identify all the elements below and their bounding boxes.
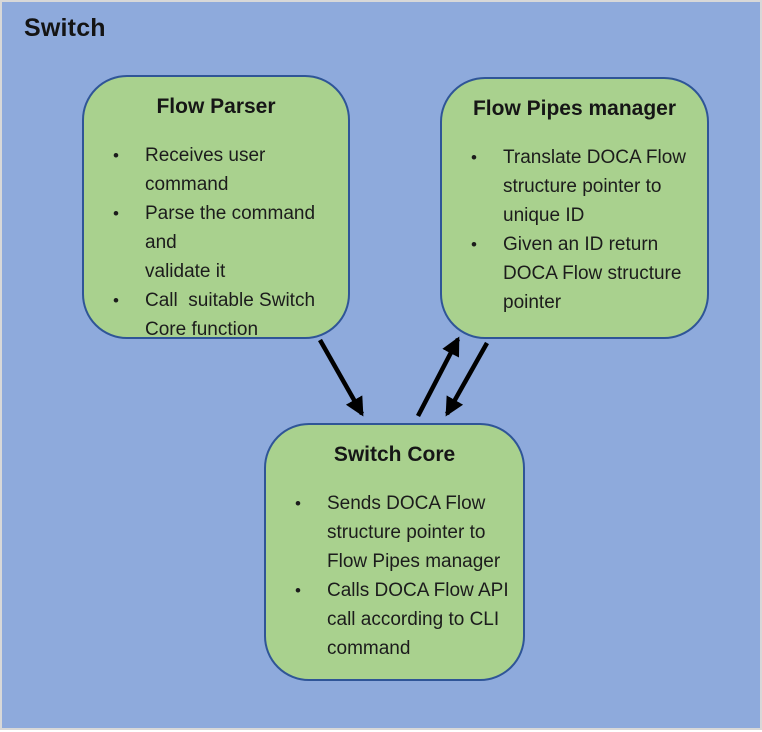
node-switch-core: Switch Core • Sends DOCA Flow structure …	[264, 423, 525, 681]
bullet-icon: •	[295, 581, 301, 600]
bullet-label: Call suitable Switch Core function	[145, 290, 316, 340]
arrow-switch-core-to-flow-pipes-manager	[416, 336, 460, 418]
switch-core-title: Switch Core	[333, 443, 456, 466]
bullet-label: Receives user command	[145, 145, 271, 195]
node-flow-parser: Flow Parser • Receives user command • Pa…	[82, 75, 350, 340]
bullet-icon: •	[113, 146, 119, 165]
bullet-icon: •	[113, 204, 119, 223]
node-flow-pipes-manager: Flow Pipes manager • Translate DOCA Flow…	[440, 77, 709, 339]
list-item: • Sends DOCA Flow structure pointer to F…	[293, 489, 515, 576]
bullet-label: Calls DOCA Flow API call according to CL…	[327, 580, 509, 659]
bullet-label: Translate DOCA Flow structure pointer to…	[503, 147, 687, 226]
list-item: • Parse the command and validate it	[111, 199, 340, 286]
bullet-label: Given an ID return DOCA Flow structure p…	[503, 234, 682, 313]
bullet-label: Sends DOCA Flow structure pointer to Flo…	[327, 493, 501, 572]
bullet-icon: •	[113, 291, 119, 310]
arrow-flow-pipes-manager-to-switch-core	[445, 341, 489, 417]
list-item: • Calls DOCA Flow API call according to …	[293, 576, 515, 663]
switch-core-bullet-list: • Sends DOCA Flow structure pointer to F…	[266, 489, 523, 663]
flow-pipes-manager-title: Flow Pipes manager	[472, 97, 677, 120]
bullet-icon: •	[471, 235, 477, 254]
arrow-flow-parser-to-switch-core	[318, 338, 364, 417]
list-item: • Given an ID return DOCA Flow structure…	[469, 230, 699, 317]
flow-parser-title: Flow Parser	[156, 95, 276, 118]
flow-parser-bullet-list: • Receives user command • Parse the comm…	[84, 141, 348, 344]
bullet-label: Parse the command and validate it	[145, 203, 316, 282]
diagram-title: Switch	[24, 14, 106, 42]
list-item: • Receives user command	[111, 141, 340, 199]
list-item: • Translate DOCA Flow structure pointer …	[469, 143, 699, 230]
bullet-icon: •	[471, 148, 477, 167]
bullet-icon: •	[295, 494, 301, 513]
flow-pipes-manager-bullet-list: • Translate DOCA Flow structure pointer …	[442, 143, 707, 317]
list-item: • Call suitable Switch Core function	[111, 286, 340, 344]
